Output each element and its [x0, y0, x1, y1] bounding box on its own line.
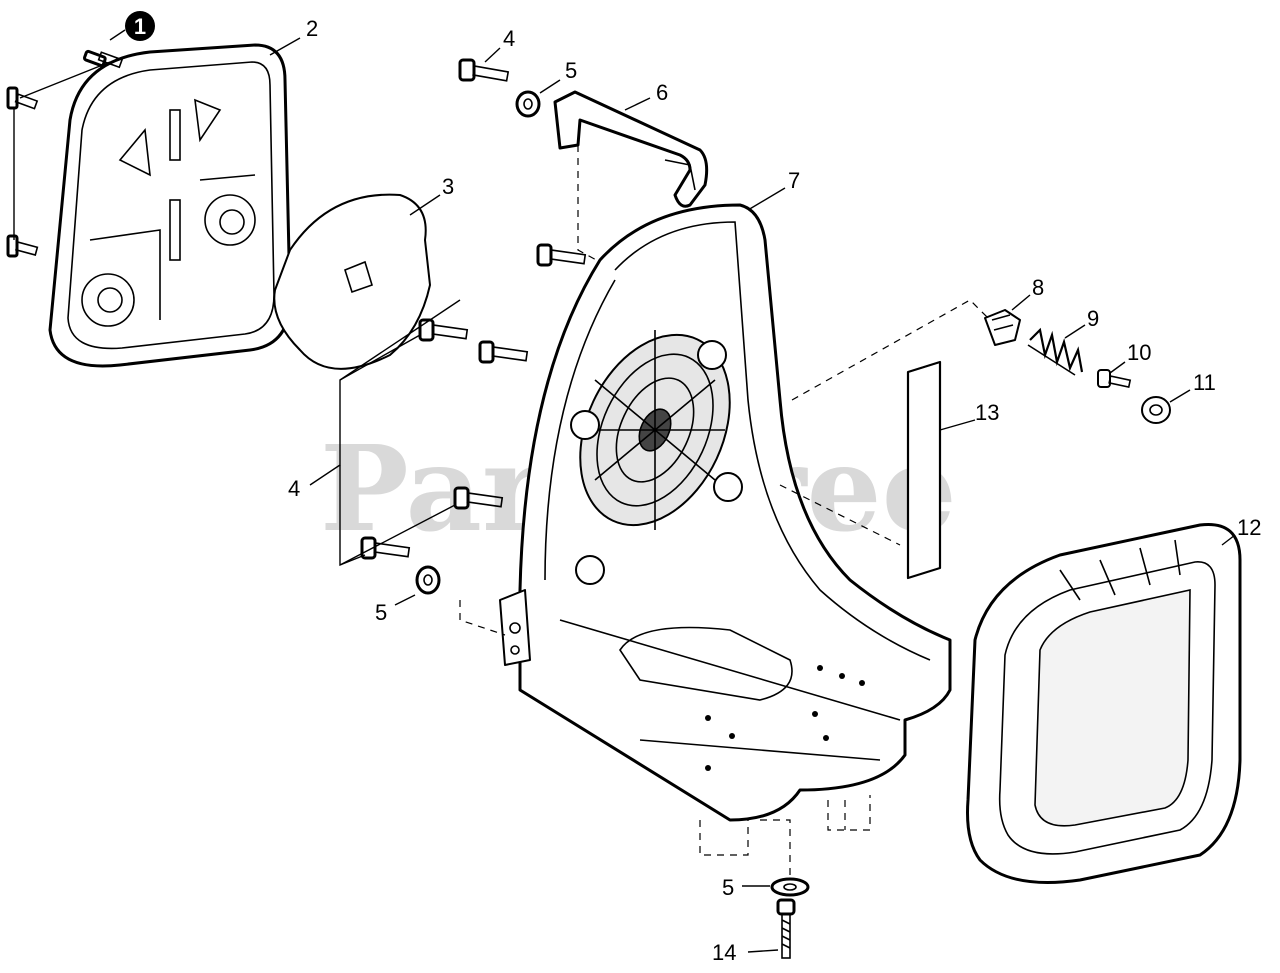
part-cap-11[interactable] — [1141, 396, 1171, 424]
part-cover-plate[interactable] — [48, 43, 292, 368]
callout-4-top[interactable]: 4 — [503, 26, 515, 51]
part-strap-bracket[interactable] — [553, 90, 709, 208]
callout-11[interactable]: 11 — [1193, 370, 1216, 395]
callout-13[interactable]: 13 — [975, 400, 999, 425]
assembly-dashed-lines — [459, 145, 991, 875]
callout-10[interactable]: 10 — [1127, 340, 1151, 365]
callout-badge-icon — [125, 11, 155, 41]
part-spring-9[interactable] — [1027, 327, 1084, 376]
callout-5-left[interactable]: 5 — [375, 600, 387, 625]
callout-4-left[interactable]: 4 — [288, 476, 300, 501]
part-ring-12[interactable] — [966, 522, 1242, 884]
callout-14[interactable]: 14 — [712, 940, 736, 965]
part-washer-left[interactable] — [415, 565, 441, 595]
part-washer-bottom[interactable] — [770, 877, 810, 897]
leader-lines — [13, 29, 1236, 953]
callout-5-bottom[interactable]: 5 — [722, 875, 734, 900]
fan-grille — [579, 330, 731, 530]
part-pad-13[interactable] — [906, 360, 942, 580]
part-bolt-top[interactable] — [458, 58, 510, 82]
part-bolt-bottom[interactable] — [776, 898, 796, 959]
callout-3[interactable]: 3 — [442, 174, 454, 199]
callout-9[interactable]: 9 — [1087, 306, 1099, 331]
part-frame[interactable] — [499, 203, 952, 822]
callout-6[interactable]: 6 — [656, 80, 668, 105]
callout-8[interactable]: 8 — [1032, 275, 1044, 300]
callout-5-top[interactable]: 5 — [565, 58, 577, 83]
callout-7[interactable]: 7 — [788, 168, 800, 193]
part-nut-8[interactable] — [984, 309, 1021, 346]
part-washer-top[interactable] — [515, 90, 541, 118]
part-frame-bolts[interactable] — [360, 243, 587, 560]
callout-2[interactable]: 2 — [306, 16, 318, 41]
callout-12[interactable]: 12 — [1237, 515, 1261, 540]
part-gasket[interactable] — [273, 193, 431, 370]
part-cover-screws[interactable] — [6, 49, 124, 258]
part-screw-10[interactable] — [1097, 369, 1132, 389]
callout-1[interactable]: 1 — [125, 11, 155, 41]
svg-text:1: 1 — [134, 14, 146, 39]
